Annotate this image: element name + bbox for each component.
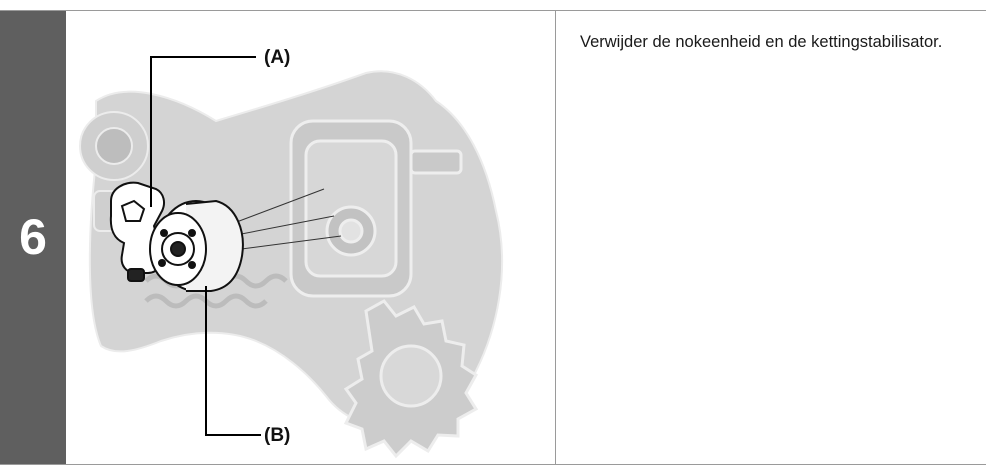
illustration-cell: (A) (B): [66, 11, 556, 464]
assembly-guide-lines: [225, 188, 342, 252]
callout-label-a: (A): [264, 47, 290, 68]
step-number-bar: 6: [0, 11, 66, 464]
instruction-text: Verwijder de nokeenheid en de kettingsta…: [580, 33, 943, 51]
cam-unit-part: [149, 199, 244, 292]
step-table: 6: [0, 10, 986, 465]
motor-housing-shape: [289, 119, 463, 298]
derailleur-illustration: (A) (B): [79, 47, 504, 459]
instruction-cell: Verwijder de nokeenheid en de kettingsta…: [580, 31, 960, 53]
callout-label-b: (B): [264, 425, 290, 446]
sprocket-shape: [343, 299, 479, 459]
step-number: 6: [19, 209, 47, 265]
callout-leader-lines: [150, 56, 261, 436]
